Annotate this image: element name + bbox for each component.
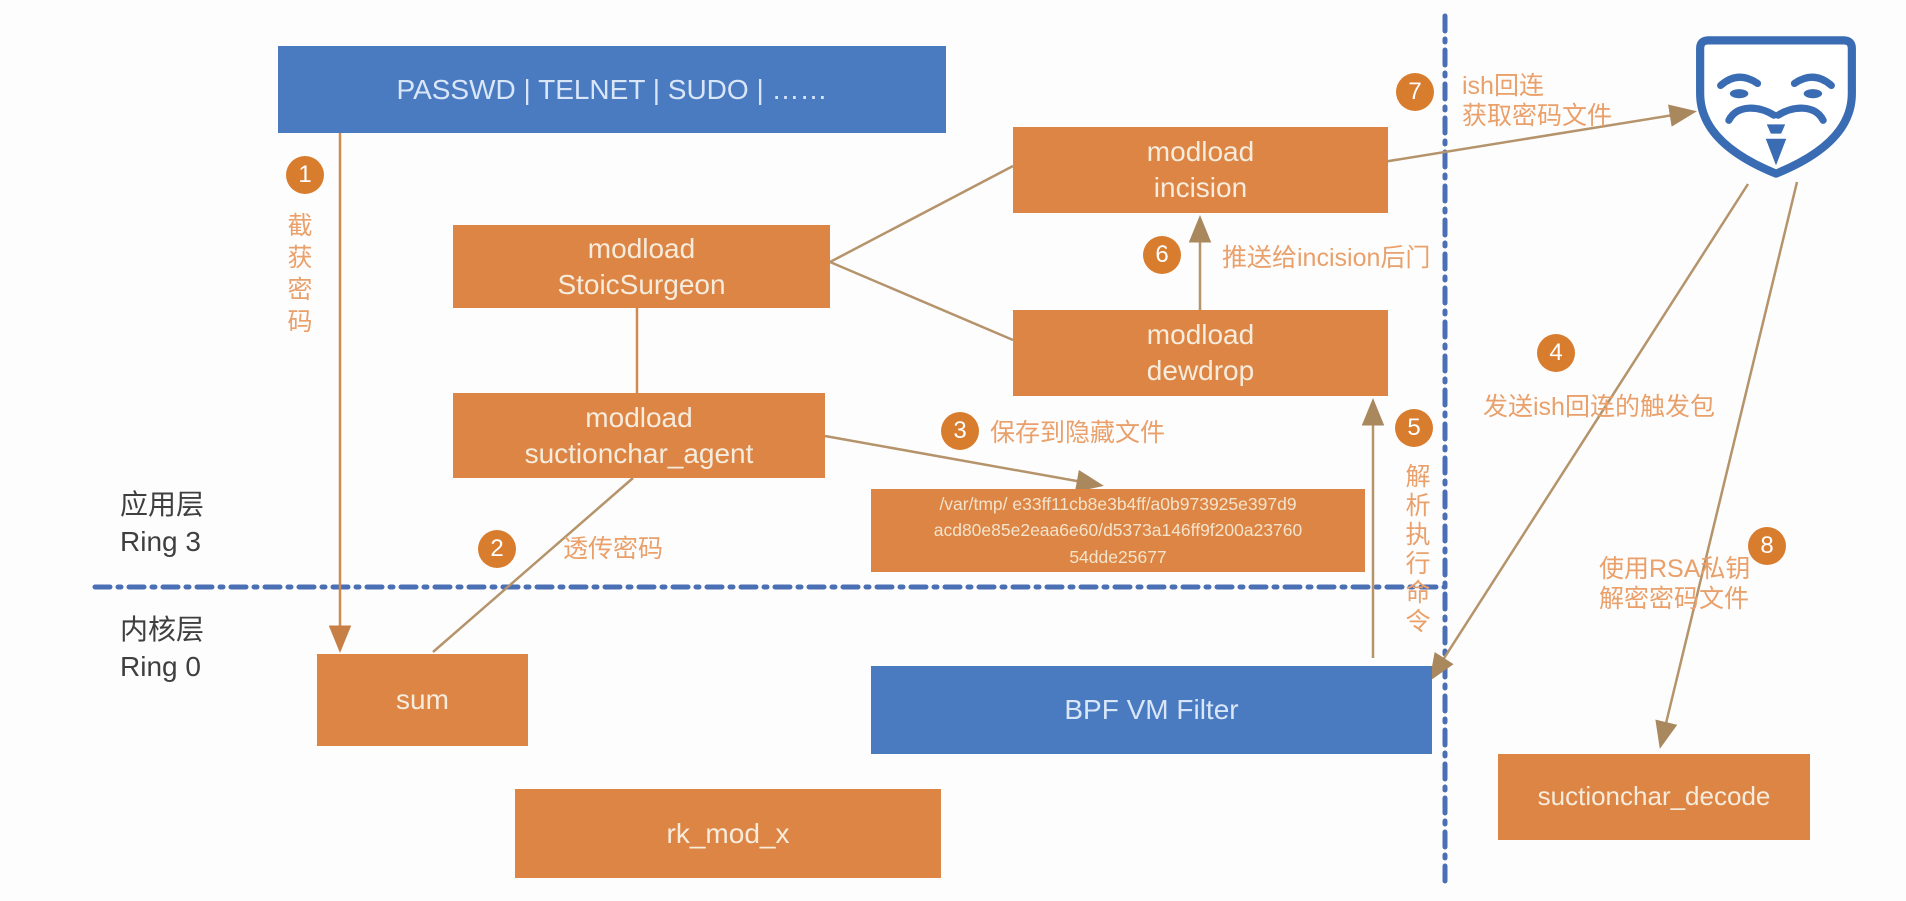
node-modload-stoicsurgeon: modload StoicSurgeon bbox=[453, 225, 830, 308]
node-modload-incision: modload incision bbox=[1013, 127, 1388, 213]
node-modload-dewdrop: modload dewdrop bbox=[1013, 310, 1388, 396]
layer-label-ring3: 应用层 Ring 3 bbox=[120, 489, 205, 557]
step-label-6: 推送给incision后门 bbox=[1222, 244, 1431, 272]
step-label-5: 解析执行命令 bbox=[1402, 463, 1430, 637]
layer-label-ring0: 内核层 Ring 0 bbox=[120, 614, 205, 682]
step-circle-1: 1 bbox=[286, 156, 324, 194]
step-label-8: 使用RSA私钥 解密密码文件 bbox=[1599, 555, 1751, 613]
node-hidden-file-path: /var/tmp/ e33ff11cb8e3b4ff/a0b973925e397… bbox=[871, 489, 1365, 572]
node-suctionchar-decode: suctionchar_decode bbox=[1498, 754, 1810, 840]
step-label-4: 发送ish回连的触发包 bbox=[1483, 393, 1715, 421]
step-circle-4: 4 bbox=[1537, 334, 1575, 372]
node-passwd-telnet-sudo: PASSWD | TELNET | SUDO | …… bbox=[278, 46, 946, 133]
step-circle-6: 6 bbox=[1143, 236, 1181, 274]
step-circle-8: 8 bbox=[1748, 527, 1786, 565]
link-stoic-to-incision bbox=[829, 164, 1014, 264]
step-label-1: 截获密码 bbox=[284, 212, 312, 340]
step-circle-5: 5 bbox=[1395, 409, 1433, 447]
link-agent-to-sum bbox=[432, 477, 634, 653]
arrow-attacker-to-decode bbox=[1655, 181, 1799, 749]
link-stoic-to-dewdrop bbox=[829, 260, 1014, 342]
step-label-7: ish回连 获取密码文件 bbox=[1462, 72, 1613, 130]
step-label-2: 透传密码 bbox=[563, 535, 664, 563]
node-sum: sum bbox=[317, 654, 528, 746]
step-label-3: 保存到隐藏文件 bbox=[990, 419, 1166, 447]
node-rk-mod-x: rk_mod_x bbox=[515, 789, 941, 878]
node-bpf-vm-filter: BPF VM Filter bbox=[871, 666, 1432, 754]
node-modload-suctionchar-agent: modload suctionchar_agent bbox=[453, 393, 825, 478]
arrow-incision-to-attacker bbox=[1382, 104, 1697, 164]
arrow-attacker-to-bpf bbox=[1429, 183, 1750, 682]
step-circle-7: 7 bbox=[1396, 73, 1434, 111]
step-circle-2: 2 bbox=[478, 530, 516, 568]
arrow-agent-to-hidden-file bbox=[824, 434, 1104, 493]
step-circle-3: 3 bbox=[941, 412, 979, 450]
hacker-mask-icon bbox=[1694, 34, 1858, 180]
